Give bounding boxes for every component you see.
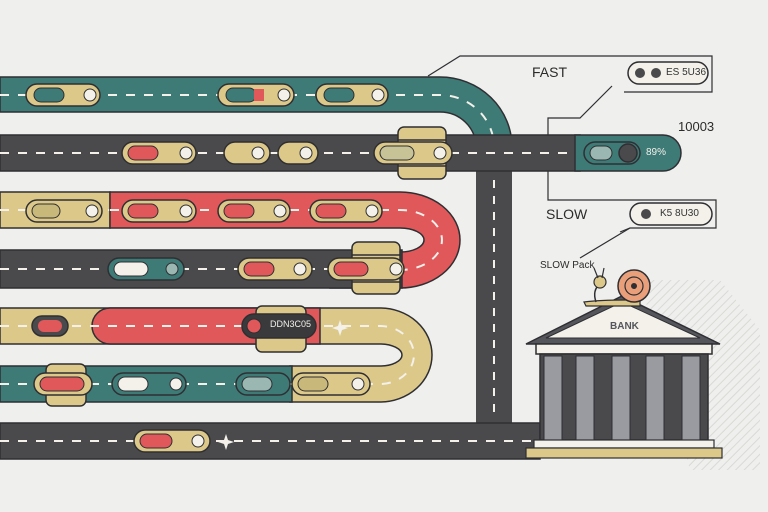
road-dark-mid <box>0 134 682 172</box>
capsule-icon <box>277 141 319 165</box>
capsule-icon <box>111 372 187 396</box>
fast-badge-text: ES 5U36 <box>666 67 707 78</box>
badge-fast <box>627 61 709 85</box>
coin-icon <box>641 209 651 219</box>
capsule-icon <box>327 257 405 281</box>
capsule-icon <box>237 257 313 281</box>
road-dark-bottom <box>0 422 541 460</box>
capsule-icon <box>235 372 291 396</box>
capsule-icon <box>291 372 371 396</box>
capsule-icon <box>315 83 389 107</box>
capsule-icon <box>31 315 69 337</box>
fast-label: FAST <box>532 64 568 80</box>
bank-icon <box>525 295 723 459</box>
coin-icon <box>635 68 645 78</box>
bank-label: BANK <box>610 321 639 332</box>
capsule-icon <box>223 141 271 165</box>
capsule-icon <box>25 199 103 223</box>
red-lane-badge-text: DDN3C05 <box>270 319 312 329</box>
callout-slow-pack <box>579 227 631 259</box>
capsule-icon <box>25 83 101 107</box>
capsule-icon <box>373 141 453 165</box>
mid-badge-text: 89% <box>646 147 667 158</box>
coin-icon <box>651 68 661 78</box>
mid-value-label: 10003 <box>678 119 715 134</box>
capsule-icon <box>33 372 93 396</box>
snail-icon <box>583 267 651 307</box>
callout-fast <box>427 55 713 93</box>
capsule-icon <box>583 141 641 165</box>
vertical-road <box>476 168 512 428</box>
capsule-icon <box>107 257 185 281</box>
badge-slow <box>629 202 713 226</box>
capsule-icon <box>217 83 295 107</box>
capsule-icon <box>217 199 291 223</box>
capsule-icon <box>309 199 383 223</box>
slow-pack-label: SLOW Pack <box>540 260 595 271</box>
capsule-icon <box>133 429 211 453</box>
capsule-icon <box>121 141 197 165</box>
sparkle-icon <box>332 320 348 336</box>
capsule-icon <box>121 199 197 223</box>
capsule-icon <box>241 313 317 339</box>
slow-label: SLOW <box>546 206 588 222</box>
callout-mid <box>547 85 613 135</box>
sparkle-icon <box>218 434 234 450</box>
slow-badge-text: K5 8U30 <box>660 208 699 219</box>
